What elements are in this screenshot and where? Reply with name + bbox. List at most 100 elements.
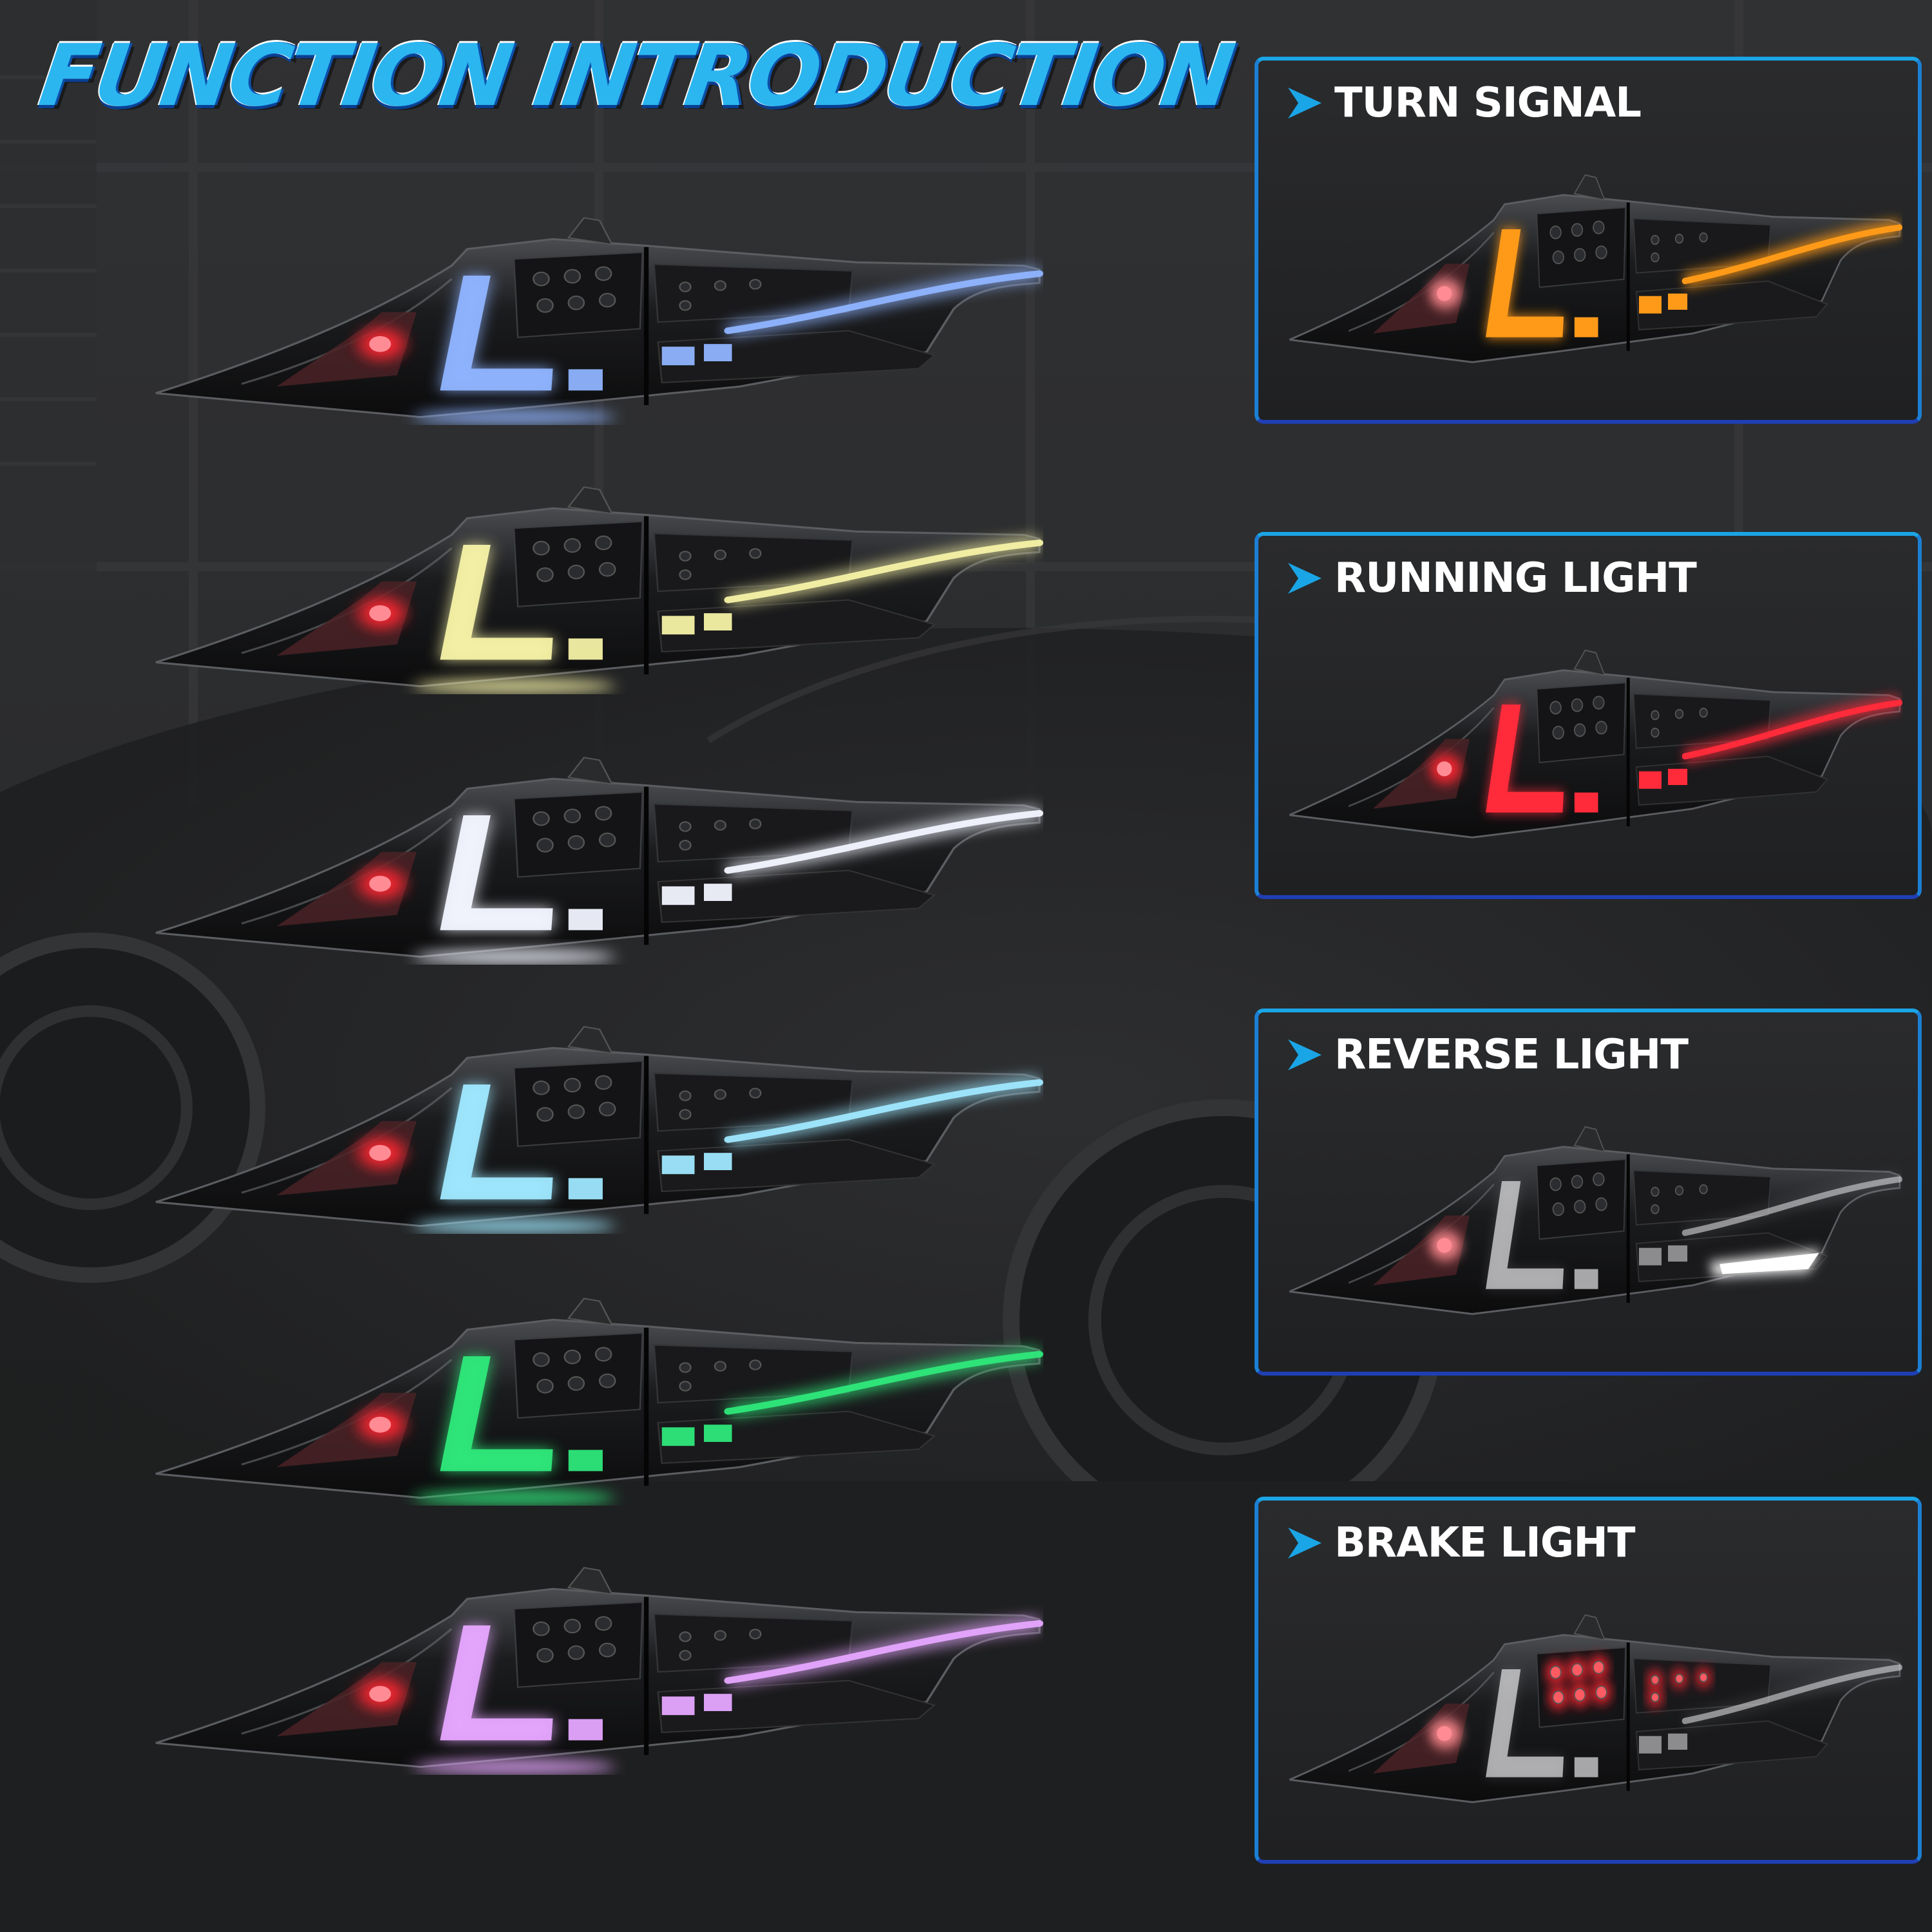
reflector-led [369,605,392,621]
l-light-guide [1486,705,1564,813]
led-dot [1571,1663,1584,1677]
led-dot [1595,1685,1607,1700]
led-dot [536,838,554,853]
led-dot [714,280,727,291]
strip-light [724,270,1043,334]
led-dot [1651,1204,1660,1215]
led-dot [1674,708,1684,719]
mount-tab [567,1298,614,1326]
led-dot [679,281,692,292]
led-dot [749,1088,762,1099]
reflector-led [369,1144,392,1161]
led-dot [567,295,585,310]
ground-reflection [412,409,616,425]
led-cluster [1536,207,1626,289]
small-light-block [568,909,603,931]
led-dot [1552,725,1564,740]
strip-light [724,1620,1043,1684]
mount-tab [1573,649,1605,676]
led-dot [679,1650,692,1661]
tail-light-graphic [155,1567,1043,1775]
led-dot [679,551,692,562]
reverse-light [1719,1253,1819,1274]
strip-block [704,1153,732,1170]
tail-light-variant-5 [148,1293,1043,1506]
tail-light-graphic [155,486,1043,694]
led-dot [567,1376,585,1391]
strip-light [724,1079,1043,1143]
led-dot [567,835,585,850]
l-light-guide [440,544,553,660]
strip-block [661,1427,695,1446]
strip-light [724,810,1043,874]
small-light-block [1574,1269,1598,1289]
led-dot [714,820,727,831]
mount-tab [567,1026,614,1054]
function-panel-reverse-light: REVERSE LIGHT [1255,1009,1922,1376]
tail-light-variant-6 [148,1562,1043,1775]
tail-light-graphic [155,1298,1043,1506]
led-dot [1651,710,1660,721]
reflector-led [1437,1726,1452,1741]
strip-block [704,884,732,901]
led-cluster [1536,682,1626,764]
led-dot [679,569,692,580]
led-dot [567,564,585,580]
led-dot [1651,727,1660,738]
reflector-led [1437,1238,1452,1253]
ground-reflection [412,1759,616,1775]
led-dot [533,811,550,826]
led-dot [1699,1672,1708,1683]
reflector-led [369,336,392,352]
led-dot [749,279,762,290]
panel-header: RUNNING LIGHT [1285,553,1697,604]
tail-light-preview [1284,1610,1902,1810]
panel-title: TURN SIGNAL [1334,79,1642,127]
strip-light [1681,1176,1902,1236]
tail-light-graphic [155,1026,1043,1234]
panel-header: BRAKE LIGHT [1285,1517,1636,1569]
led-dot [679,1090,692,1101]
small-light-block [568,638,603,660]
ground-reflection [412,1490,616,1506]
tail-light-preview [1284,170,1902,370]
led-dot [536,1379,554,1394]
led-dot [1573,1688,1586,1702]
led-dot [564,269,582,284]
led-dot [679,840,692,851]
led-dot [533,271,550,287]
led-dot [1593,1172,1605,1186]
panel-header: REVERSE LIGHT [1285,1029,1689,1081]
strip-light [1681,224,1902,285]
led-dot [714,1089,727,1100]
led-dot [1573,723,1586,737]
mount-tab [1573,1126,1605,1153]
strip-block [704,1425,732,1442]
strip-block [1638,771,1662,789]
strip-block [1668,1733,1688,1750]
led-cluster [513,251,643,338]
led-dot [714,1361,727,1372]
lower-lens [657,1410,936,1464]
strip-light [1681,699,1902,760]
chevron-right-icon [1285,1036,1324,1074]
led-dot [594,1616,612,1631]
lower-lens [1635,1720,1828,1771]
led-dot [1573,1200,1586,1214]
l-light-guide [440,1084,553,1200]
l-light-guide [440,1625,553,1741]
led-dot [1651,252,1660,263]
led-dot [1549,1177,1562,1191]
led-dot [1699,707,1708,718]
strip-light [724,1350,1043,1415]
led-dot [1674,233,1684,244]
reflector-led [369,1685,392,1702]
led-dot [564,1618,582,1634]
led-dot [1549,701,1562,715]
strip-block [1668,768,1688,785]
led-dot [594,1347,612,1362]
panel-header: TURN SIGNAL [1285,77,1642,129]
strip-block [661,886,695,905]
strip-block [661,1696,695,1716]
led-dot [564,1349,582,1365]
